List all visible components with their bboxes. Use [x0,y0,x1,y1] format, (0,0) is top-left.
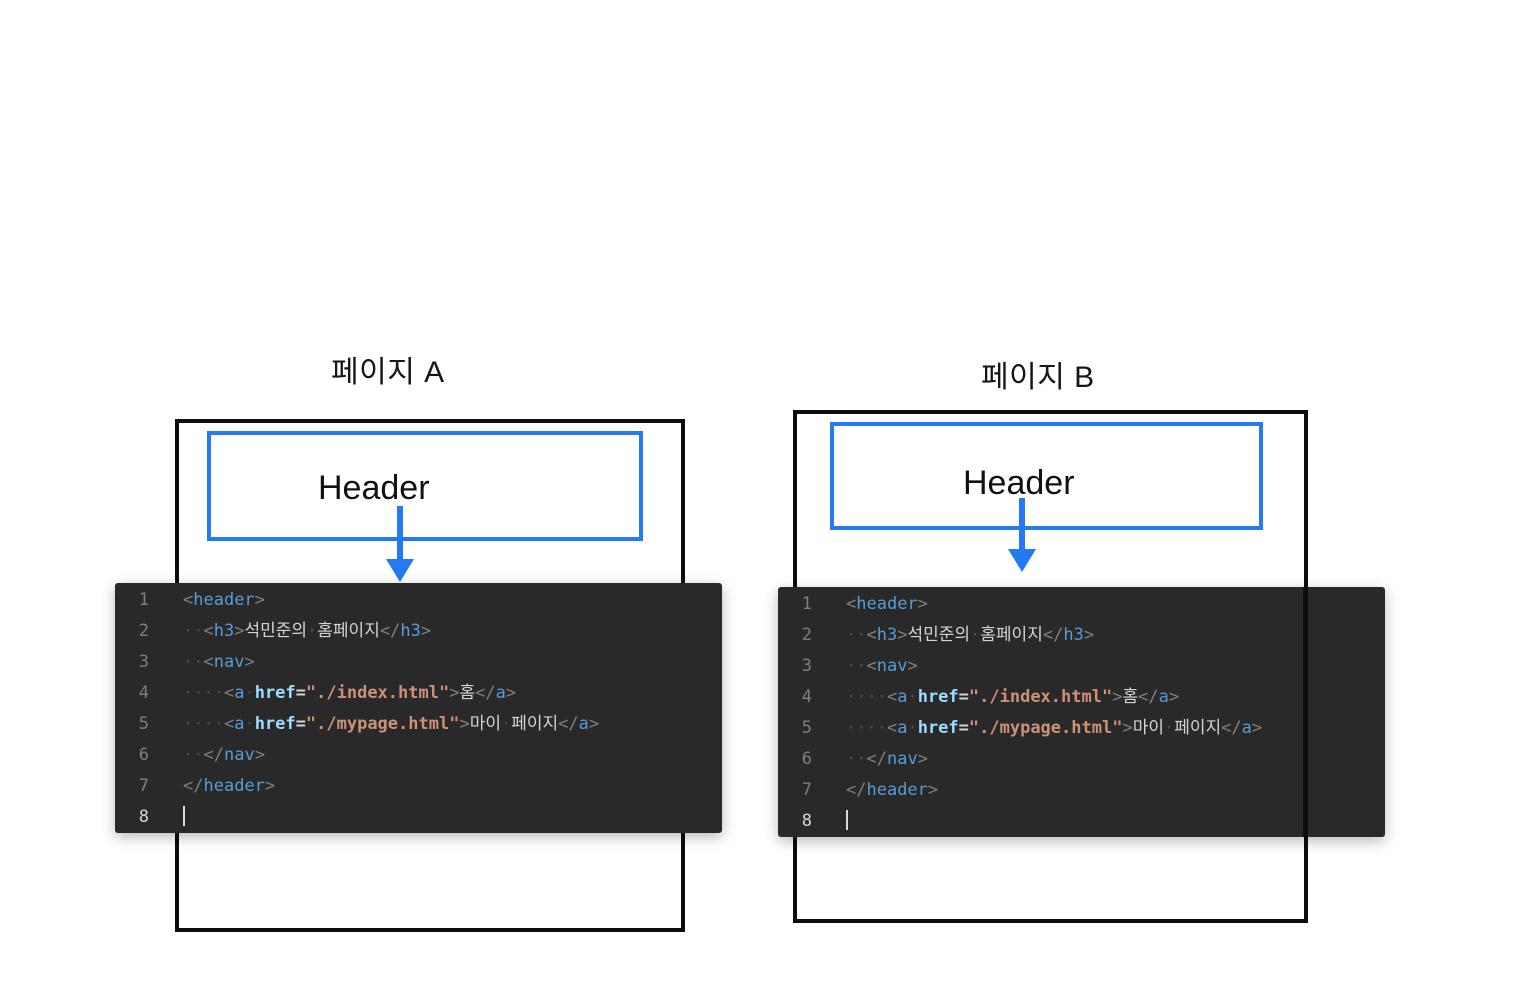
code-line: 2 ··<h3>석민준의·홈페이지</h3> [778,620,1385,651]
page-b-border-overlay [1303,587,1308,837]
line-number: 8 [801,811,812,831]
arrow-head [1008,549,1036,572]
text-cursor [183,806,185,826]
code-line-text: <header> [183,590,265,610]
line-number: 6 [138,745,149,765]
code-line-text [149,802,185,833]
page-b-title: 페이지 B [981,361,1095,394]
code-line: 8 [778,806,1385,837]
arrow-line [397,506,403,562]
code-line: 6 ··</nav> [778,744,1385,775]
page-b-code-editor: 1 <header> 2 ··<h3>석민준의·홈페이지</h3> 3 ··<nav> 4 ·… [778,587,1385,837]
line-number: 5 [801,718,812,738]
text-cursor [846,810,848,830]
code-line-text: ··</nav> [183,745,265,765]
line-number: 7 [138,776,149,796]
code-line-text: ··<nav> [183,652,255,672]
code-line: 3 ··<nav> [115,647,722,678]
page-b-header-box [830,422,1263,530]
page-a-title: 페이지 A [331,356,445,389]
code-line: 1 <header> [115,585,722,616]
line-number: 3 [801,656,812,676]
code-line-text [812,806,848,837]
code-line: 5 ····<a·href="./mypage.html">마이·페이지</a> [115,709,722,740]
line-number: 6 [801,749,812,769]
code-line-text: ····<a·href="./mypage.html">마이·페이지</a> [183,714,600,734]
code-line: 2 ··<h3>석민준의·홈페이지</h3> [115,616,722,647]
line-number: 1 [801,594,812,614]
line-number: 2 [138,621,149,641]
code-line-text: ··<nav> [846,656,918,676]
code-line: 7 </header> [778,775,1385,806]
code-line-text: ····<a·href="./index.html">홈</a> [183,683,517,703]
arrow-head [386,559,414,582]
code-line: 1 <header> [778,589,1385,620]
line-number: 7 [801,780,812,800]
code-line-text: </header> [183,776,276,796]
code-line: 5 ····<a·href="./mypage.html">마이·페이지</a> [778,713,1385,744]
code-line: 4 ····<a·href="./index.html">홈</a> [778,682,1385,713]
code-line-text: ····<a·href="./mypage.html">마이·페이지</a> [846,718,1263,738]
code-line: 8 [115,802,722,833]
page-a-code-editor: 1 <header> 2 ··<h3>석민준의·홈페이지</h3> 3 ··<nav> 4 ·… [115,583,722,833]
line-number: 4 [138,683,149,703]
line-number: 4 [801,687,812,707]
line-number: 3 [138,652,149,672]
line-number: 2 [801,625,812,645]
line-number: 8 [138,807,149,827]
line-number: 5 [138,714,149,734]
code-line-text: ····<a·href="./index.html">홈</a> [846,687,1180,707]
page-a-header-label: Header [318,469,430,507]
page-b-header-label: Header [963,464,1075,502]
code-line-text: </header> [846,780,939,800]
arrow-line [1019,498,1025,552]
code-line: 3 ··<nav> [778,651,1385,682]
code-line: 6 ··</nav> [115,740,722,771]
page-a-header-box [207,431,643,541]
code-line-text: <header> [846,594,928,614]
code-line-text: ··<h3>석민준의·홈페이지</h3> [846,625,1095,645]
code-line: 4 ····<a·href="./index.html">홈</a> [115,678,722,709]
line-number: 1 [138,590,149,610]
code-line: 7 </header> [115,771,722,802]
code-line-text: ··<h3>석민준의·홈페이지</h3> [183,621,432,641]
code-line-text: ··</nav> [846,749,928,769]
